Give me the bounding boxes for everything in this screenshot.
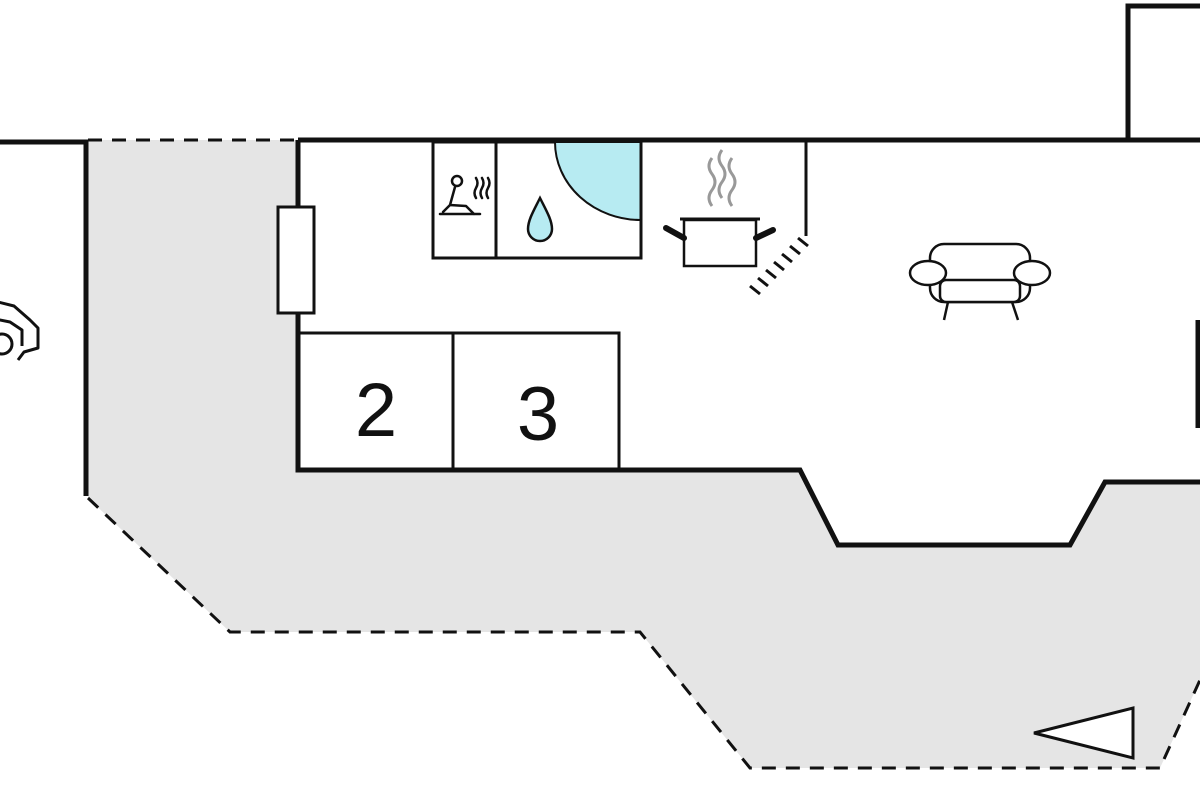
car-icon xyxy=(0,300,40,361)
sofa-icon xyxy=(908,242,1052,321)
sauna-icon xyxy=(438,174,491,216)
shower-drop-icon xyxy=(526,195,554,243)
terrace-outline-dashed xyxy=(86,138,1200,770)
bedroom-3-label: 3 xyxy=(517,372,559,457)
shower-area xyxy=(553,141,642,222)
bedroom-3 xyxy=(451,331,621,472)
kitchen-pot-icon xyxy=(663,149,776,268)
window xyxy=(276,205,316,315)
annex-wall xyxy=(1125,3,1200,140)
kitchen-wall xyxy=(639,142,808,258)
north-arrow-icon xyxy=(1033,706,1135,760)
left-boundary-wall xyxy=(0,139,89,496)
bedroom-2-label: 2 xyxy=(355,368,397,453)
terrace-area xyxy=(88,140,1200,768)
house-interior xyxy=(298,140,1200,545)
kitchen-counter-hatch xyxy=(749,236,809,296)
